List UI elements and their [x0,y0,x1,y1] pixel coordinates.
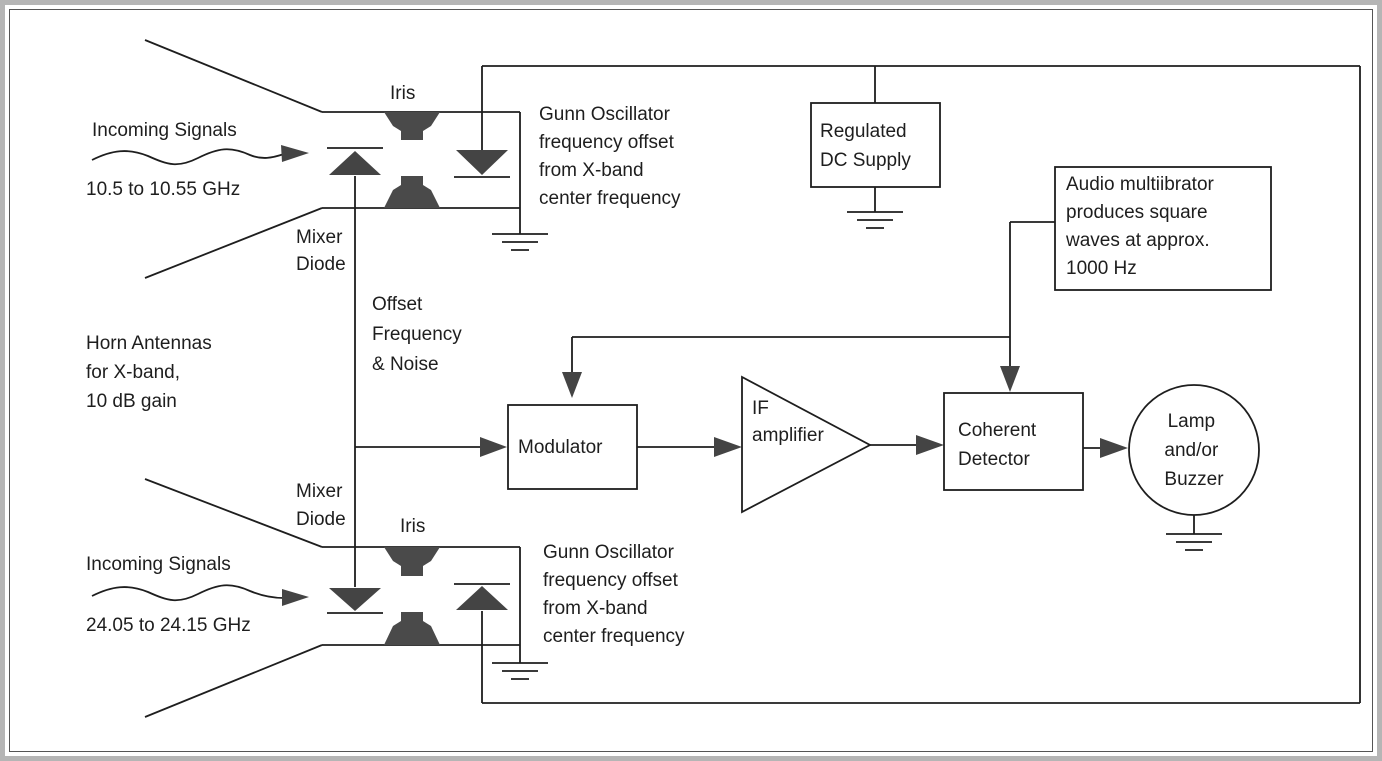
lamp-buzzer-label: Lamp and/or Buzzer [1164,411,1224,490]
horn-antennas-label: Horn Antennas for X-band, 10 dB gain [86,333,217,412]
top-incoming-signal-arrow [91,145,309,166]
frequency-top-label: 10.5 to 10.55 GHz [86,179,240,200]
gunn-oscillator-top-label: Gunn Oscillator frequency offset from X-… [539,104,681,209]
mixer-diode-bottom-label: Mixer Diode [296,481,348,530]
audio-multivibrator-label: Audio multiibrator produces square waves… [1065,174,1219,279]
audio-wiring [562,221,1055,398]
bottom-mixer-diode [327,588,383,614]
modulator-to-if-arrow [637,437,742,457]
modulator-block [507,404,638,490]
incoming-signals-top-label: Incoming Signals [92,120,237,141]
incoming-signals-bottom-label: Incoming Signals [86,554,231,575]
mixer-bus [354,176,507,587]
bottom-gunn-ground [492,645,548,680]
coherent-detector-block [943,392,1084,491]
bottom-iris [384,547,440,645]
coherent-detector-label: Coherent Detector [958,420,1041,470]
iris-bottom-label: Iris [400,516,425,537]
dc-supply-wiring [481,65,1361,704]
if-amplifier-block [741,375,872,514]
detector-to-lamp-arrow [1083,438,1128,458]
top-mixer-diode [327,147,383,175]
dc-supply-block [810,102,941,229]
top-gunn-diode [454,150,510,178]
top-iris [384,112,440,208]
bottom-gunn-diode [454,583,510,610]
if-amplifier-label: IF amplifier [752,398,824,446]
frequency-bottom-label: 24.05 to 24.15 GHz [86,615,251,636]
lamp-buzzer [1128,384,1260,551]
top-gunn-ground [492,208,548,251]
bottom-incoming-signal-arrow [91,584,309,606]
modulator-label: Modulator [518,437,603,458]
audio-multivibrator-block [1054,166,1272,291]
if-to-detector-arrow [870,435,944,455]
iris-top-label: Iris [390,83,415,104]
mixer-diode-top-label: Mixer Diode [296,227,348,275]
dc-supply-label: Regulated DC Supply [820,121,912,171]
offset-frequency-label: Offset Frequency & Noise [372,294,467,375]
gunn-oscillator-bottom-label: Gunn Oscillator frequency offset from X-… [543,542,685,647]
